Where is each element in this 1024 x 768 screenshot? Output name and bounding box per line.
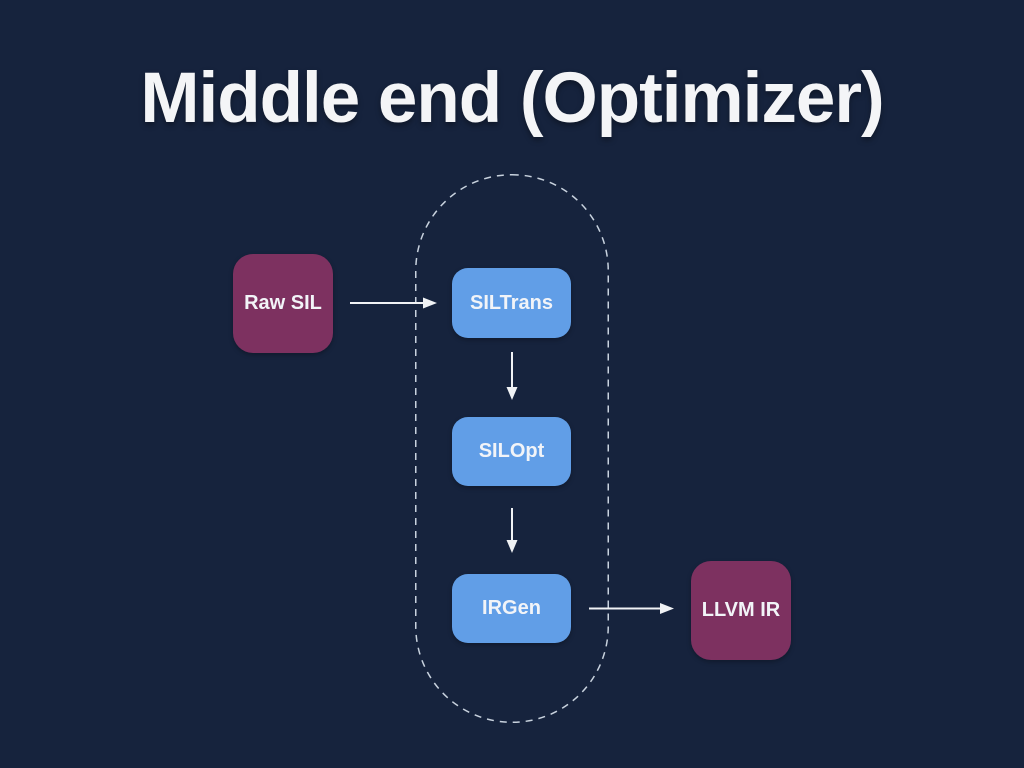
node-irgen: IRGen bbox=[452, 574, 571, 643]
node-siltrans: SILTrans bbox=[452, 268, 571, 338]
node-llvm-ir-label: LLVM IR bbox=[701, 599, 781, 621]
node-silopt-label: SILOpt bbox=[478, 440, 545, 462]
node-llvm-ir: LLVM IR bbox=[691, 561, 791, 660]
node-irgen-label: IRGen bbox=[482, 597, 541, 619]
slide-title: Middle end (Optimizer) bbox=[140, 59, 884, 138]
optimizer-group-outline bbox=[415, 174, 609, 723]
node-raw-sil: Raw SIL bbox=[233, 254, 333, 353]
arrow-irgen-to-llvmir bbox=[589, 603, 674, 614]
arrow-siltrans-to-silopt bbox=[506, 352, 518, 400]
node-silopt: SILOpt bbox=[452, 417, 571, 486]
node-siltrans-label: SILTrans bbox=[470, 291, 553, 314]
node-raw-sil-label: Raw SIL bbox=[244, 292, 322, 314]
arrow-rawsil-to-siltrans bbox=[350, 297, 437, 309]
arrow-silopt-to-irgen bbox=[506, 508, 518, 553]
